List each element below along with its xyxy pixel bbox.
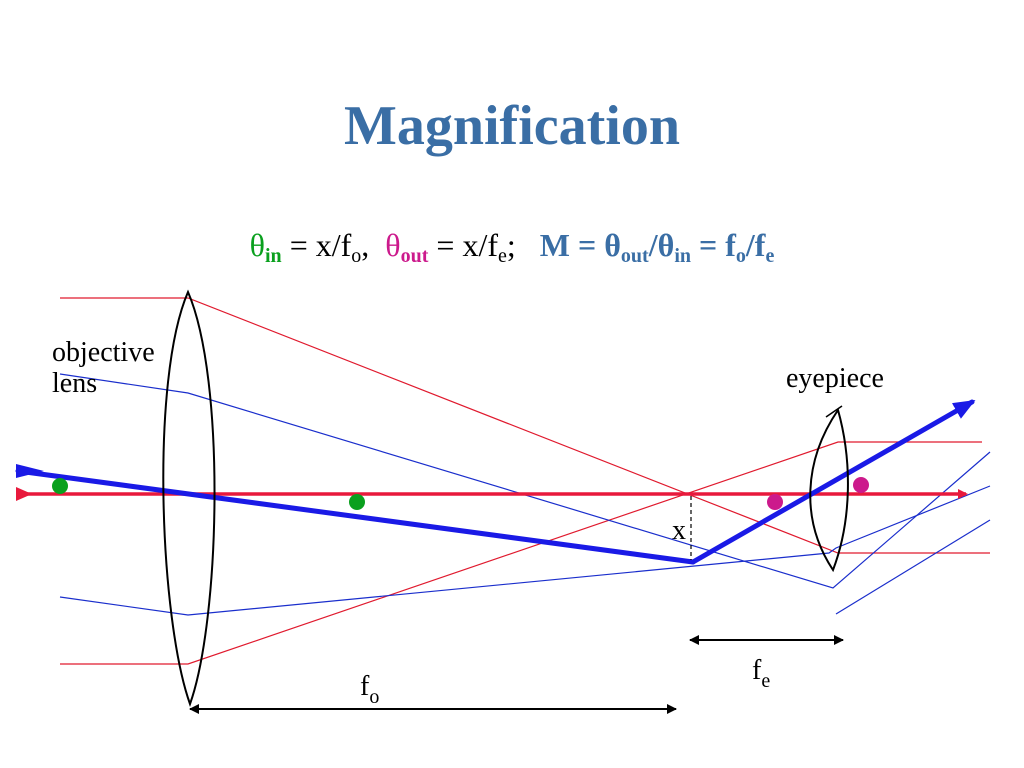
- eyepiece-label: eyepiece: [786, 363, 884, 394]
- formula-term-fe: = x/fe;: [428, 227, 516, 267]
- axis-start-arrow-icon: [16, 487, 32, 501]
- magnification-equation: M = θout/θin = fo/fe: [539, 227, 775, 267]
- blue-ray-top: [59, 373, 991, 589]
- thin-blue-rays: [59, 373, 991, 616]
- fo-label: fo: [360, 671, 380, 708]
- eyepiece-lens: [809, 407, 849, 573]
- magnification-formula: θin = x/fo, θout = x/fe; M = θout/θin = …: [0, 226, 1024, 267]
- blue-ray-bottom: [59, 485, 991, 616]
- theta-in-symbol: θin: [249, 227, 282, 267]
- green-focal-point-left: [52, 478, 68, 494]
- formula-term-fo: = x/fo,: [281, 227, 370, 267]
- magenta-focal-point-right: [853, 477, 869, 493]
- chief-ray: [15, 399, 976, 565]
- theta-out-symbol: θout: [385, 227, 429, 267]
- thin-red-rays: [60, 297, 990, 665]
- fe-label: fe: [752, 655, 771, 692]
- magenta-focal-point-left: [767, 494, 783, 510]
- green-focal-point-right: [349, 494, 365, 510]
- x-label: x: [672, 515, 686, 546]
- eyepiece-tick: [825, 405, 843, 418]
- objective-lens-label: objective lens: [52, 337, 155, 399]
- red-ray-bottom: [60, 441, 982, 665]
- blue-ray-lower: [835, 519, 991, 615]
- slide-title: Magnification: [344, 95, 680, 157]
- chief-ray-start-arrow-icon: [16, 464, 44, 478]
- red-ray-top: [60, 297, 990, 554]
